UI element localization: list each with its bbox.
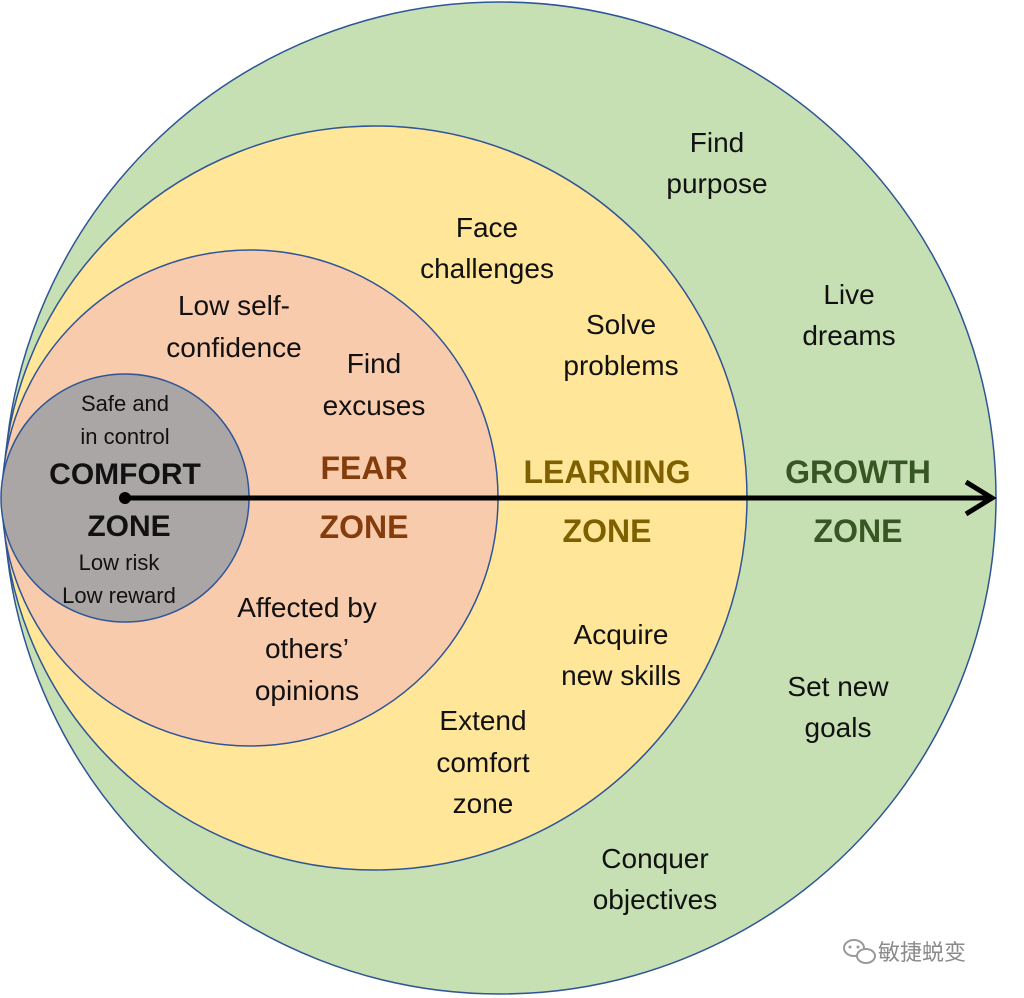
- progress-arrow-head: [964, 479, 997, 517]
- fear-item: opinions: [255, 675, 359, 706]
- wechat-icon: [843, 939, 876, 964]
- learning-item: problems: [563, 350, 678, 381]
- learning-item: zone: [453, 788, 514, 819]
- growth-item: goals: [805, 712, 872, 743]
- learning-zone-label: LEARNING: [523, 454, 690, 490]
- growth-zone-label: GROWTH: [785, 454, 931, 490]
- growth-item: purpose: [666, 168, 767, 199]
- fear-item: confidence: [166, 332, 301, 363]
- growth-item: Set new: [787, 671, 889, 702]
- growth-item: Live: [823, 279, 874, 310]
- growth-zone-label-line2: ZONE: [814, 513, 903, 549]
- fear-item: excuses: [323, 390, 426, 421]
- learning-item: Solve: [586, 309, 656, 340]
- fear-item: Affected by: [237, 592, 377, 623]
- growth-item: objectives: [593, 884, 718, 915]
- comfort-descriptor: Low risk: [79, 550, 161, 575]
- learning-item: Acquire: [574, 619, 669, 650]
- watermark-text: 敏捷蜕变: [878, 940, 966, 965]
- growth-item: Find: [690, 127, 744, 158]
- fear-zone-label: FEAR: [320, 450, 407, 486]
- growth-item: dreams: [802, 320, 895, 351]
- comfort-zone-label-line2: ZONE: [87, 510, 170, 543]
- comfort-descriptor: Safe and: [81, 391, 169, 416]
- comfort-descriptor: Low reward: [62, 583, 176, 608]
- learning-item: Extend: [439, 705, 526, 736]
- learning-item: challenges: [420, 253, 554, 284]
- comfort-zone-label: COMFORT: [49, 458, 201, 491]
- learning-item: comfort: [436, 747, 530, 778]
- fear-item: others’: [265, 633, 349, 664]
- growth-item: Conquer: [601, 843, 708, 874]
- arrow-origin-dot: [119, 492, 131, 504]
- learning-item: new skills: [561, 660, 681, 691]
- fear-item: Find: [347, 348, 401, 379]
- learning-item: Face: [456, 212, 518, 243]
- comfort-descriptor: in control: [80, 424, 169, 449]
- fear-item: Low self-: [178, 290, 290, 321]
- fear-zone-label-line2: ZONE: [320, 509, 409, 545]
- learning-zone-label-line2: ZONE: [563, 513, 652, 549]
